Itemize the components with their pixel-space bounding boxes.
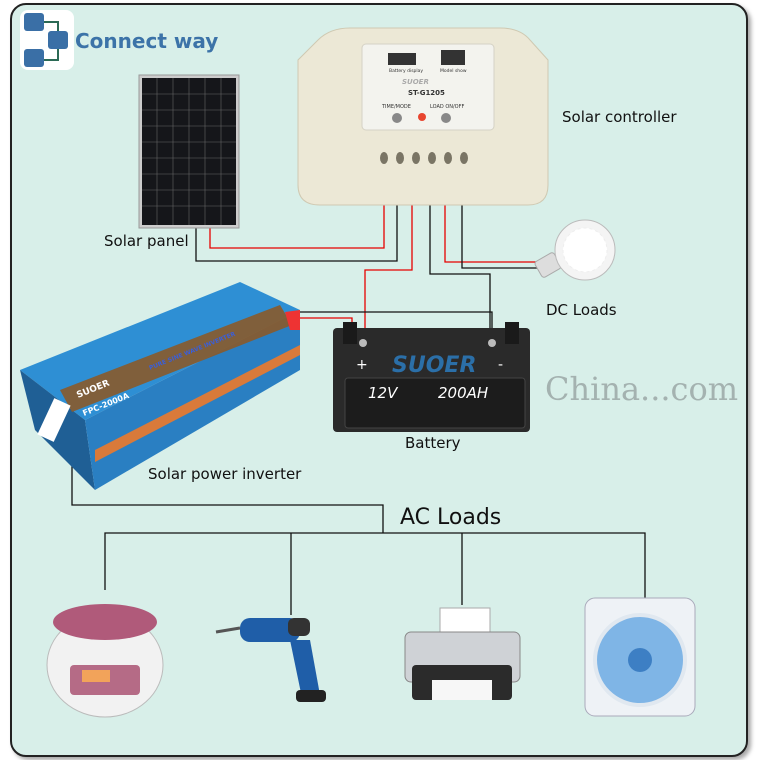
battery-positive-terminal: + xyxy=(356,357,368,373)
inverter xyxy=(20,282,300,490)
battery-label: Battery xyxy=(405,434,461,452)
dc-loads-label: DC Loads xyxy=(546,301,617,319)
battery-brand: SUOER xyxy=(392,353,476,378)
box-fan-icon xyxy=(584,597,696,717)
battery-capacity: 200AH xyxy=(438,384,488,402)
solar-controller-label: Solar controller xyxy=(562,108,677,126)
ac-bus-wire xyxy=(104,532,646,600)
controller-brand: SUOER xyxy=(402,78,429,86)
led-bulb xyxy=(534,219,616,281)
solar-controller xyxy=(297,27,549,206)
model-show-label: Model show xyxy=(440,68,467,74)
solar-panel-label: Solar panel xyxy=(104,232,189,250)
dc-load-negative-wire xyxy=(461,205,548,269)
time-mode-button-label: TIME/MODE xyxy=(381,104,411,110)
watermark: China...com xyxy=(545,370,738,408)
panel-positive-wire xyxy=(209,205,385,249)
battery-voltage: 12V xyxy=(368,384,399,402)
power-drill-icon xyxy=(215,618,326,702)
battery xyxy=(333,322,530,432)
load-onoff-button-label: LOAD ON/OFF xyxy=(430,104,464,110)
solar-panel xyxy=(138,74,240,229)
page-title: Connect way xyxy=(75,29,218,53)
panel-negative-wire xyxy=(195,205,398,262)
battery-negative-wire xyxy=(429,205,491,340)
controller-model: ST-G1205 xyxy=(408,89,445,97)
dc-load-positive-wire xyxy=(444,205,548,263)
ac-output-wire xyxy=(71,440,384,533)
network-icon xyxy=(20,10,74,70)
printer-icon xyxy=(404,607,521,700)
battery-display-label: Battery display xyxy=(389,68,423,74)
battery-positive-wire xyxy=(364,205,413,340)
battery-negative-terminal: - xyxy=(498,357,503,373)
inverter-label: Solar power inverter xyxy=(148,465,302,483)
rice-cooker-icon xyxy=(46,604,164,718)
ac-loads-label: AC Loads xyxy=(400,505,501,530)
